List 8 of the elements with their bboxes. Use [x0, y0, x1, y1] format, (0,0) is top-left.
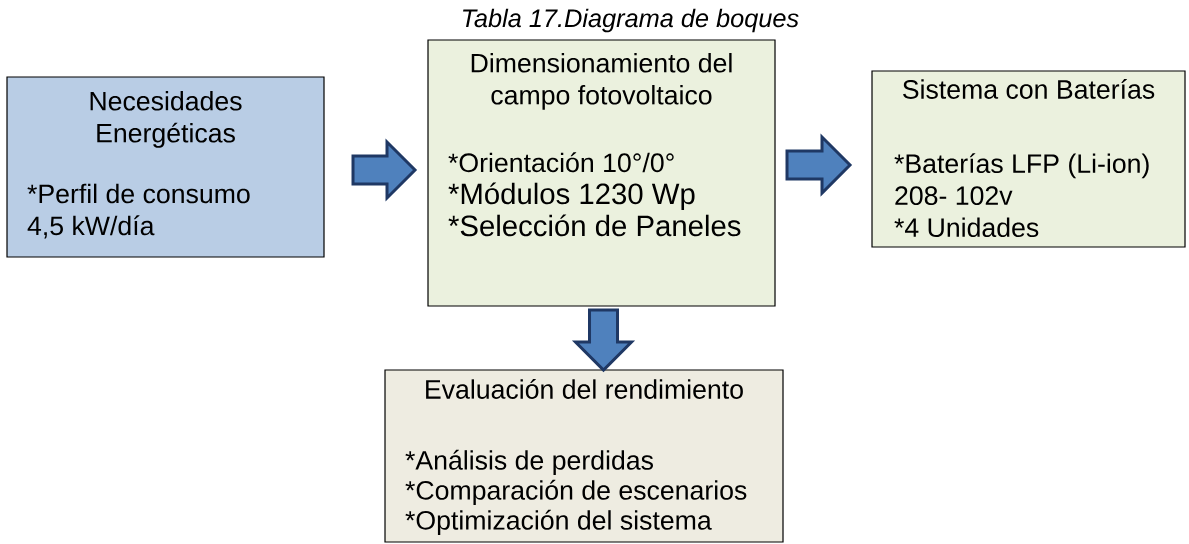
block-arrow	[351, 138, 418, 202]
process-box: Necesidades Energéticas *Perfil de consumo 4,5 kW/día	[6, 76, 325, 258]
block-arrow	[785, 133, 853, 197]
process-box: Evaluación del rendimiento *Análisis de perdidas *Comparación de escenarios *Optimización del sistema	[384, 369, 784, 543]
process-box: Dimensionamiento del campo fotovoltaico *Orientación 10°/0° *Módulos 1230 Wp *Selección de Paneles	[427, 39, 776, 307]
process-box: Sistema con Baterías *Baterías LFP (Li-ion) 208- 102v *4 Unidades	[871, 70, 1186, 248]
block-arrow	[571, 308, 636, 373]
table-caption: Tabla 17.Diagrama de boques	[463, 8, 799, 33]
